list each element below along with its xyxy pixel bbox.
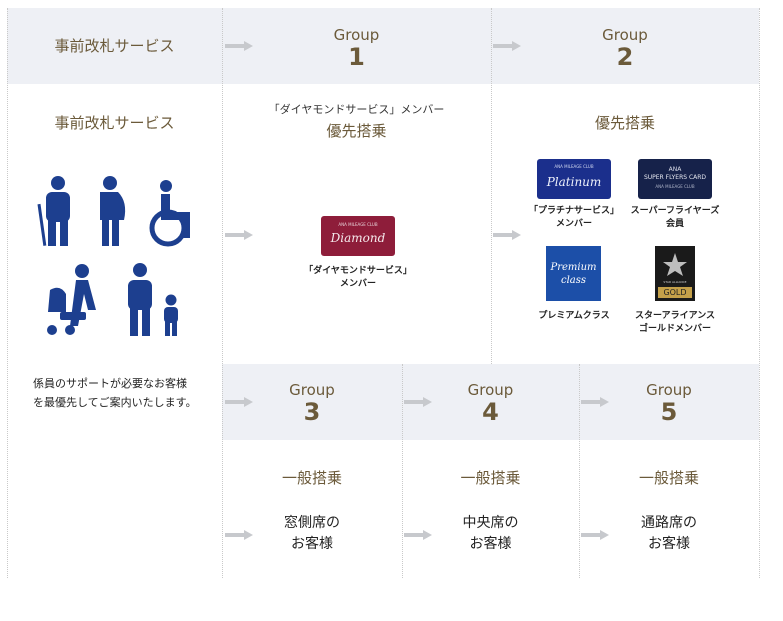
group-4-description: 中央席の お客様 bbox=[402, 513, 579, 555]
stroller-icon bbox=[47, 264, 96, 335]
group-5-description: 通路席の お客様 bbox=[579, 513, 759, 555]
arrow-right-icon bbox=[493, 41, 521, 51]
card-small-text: ANA bbox=[668, 166, 682, 173]
divider bbox=[7, 8, 8, 578]
wheelchair-icon bbox=[149, 180, 190, 247]
arrow-right-icon bbox=[404, 397, 432, 407]
caption-line: スーパーフライヤーズ bbox=[630, 206, 720, 216]
card-script-text: Diamond bbox=[330, 231, 386, 245]
group-number: 2 bbox=[616, 43, 634, 71]
caption-line: 「ダイヤモンドサービス」 bbox=[304, 266, 412, 276]
premium-class-caption: プレミアムクラス bbox=[514, 310, 634, 323]
group-word: Group bbox=[467, 381, 514, 399]
group-number: 4 bbox=[482, 398, 499, 426]
platinum-card-image: ANA MILEAGE CLUB Platinum bbox=[537, 159, 611, 199]
group-2-header: Group 2 bbox=[491, 26, 759, 70]
card-small-text: STAR ALLIANCE bbox=[663, 280, 687, 284]
premium-class-image: Premium class bbox=[546, 246, 601, 301]
description-line: お客様 bbox=[648, 536, 690, 552]
card-small-text: ANA MILEAGE CLUB bbox=[655, 184, 695, 189]
arrow-right-icon bbox=[493, 230, 521, 240]
card-script-text: Premium bbox=[550, 262, 597, 273]
group-3-header: Group 3 bbox=[222, 381, 402, 425]
group-word: Group bbox=[333, 26, 380, 44]
accessibility-icons bbox=[37, 176, 190, 336]
group-number: 5 bbox=[660, 398, 678, 426]
platinum-card-caption: 「プラチナサービス」 メンバー bbox=[514, 205, 634, 231]
group-word: Group bbox=[646, 381, 692, 399]
caption-line: 会員 bbox=[665, 219, 684, 229]
diamond-card-image: ANA MILEAGE CLUB Diamond bbox=[321, 216, 395, 256]
caption-line: スターアライアンス bbox=[634, 311, 716, 321]
divider bbox=[579, 364, 580, 578]
pre-boarding-title: 事前改札サービス bbox=[54, 114, 175, 132]
group-1-header: Group 1 bbox=[222, 26, 491, 70]
card-small-text: ANA MILEAGE CLUB bbox=[554, 164, 594, 169]
group-1-subtitle: 「ダイヤモンドサービス」メンバー bbox=[268, 103, 445, 116]
description-line: を最優先してご案内いたします。 bbox=[33, 396, 197, 409]
group-4-title: 一般搭乗 bbox=[460, 469, 521, 487]
description-line: お客様 bbox=[291, 536, 333, 552]
group-2-title: 優先搭乗 bbox=[594, 114, 655, 132]
star-alliance-gold-image: STAR ALLIANCE GOLD bbox=[655, 246, 695, 301]
lower-header-band bbox=[222, 364, 759, 440]
arrow-right-icon bbox=[581, 530, 609, 540]
group-4-header: Group 4 bbox=[402, 381, 579, 425]
card-script-text: class bbox=[560, 275, 587, 286]
group-word: Group bbox=[602, 26, 648, 44]
pregnant-person-icon bbox=[100, 176, 126, 246]
group-number: 1 bbox=[348, 43, 365, 71]
arrow-right-icon bbox=[225, 41, 253, 51]
caption-line: ゴールドメンバー bbox=[638, 324, 711, 334]
group-3-description: 窓側席の お客様 bbox=[222, 513, 402, 555]
arrow-right-icon bbox=[225, 530, 253, 540]
description-line: 通路席の bbox=[641, 515, 697, 531]
divider bbox=[402, 364, 403, 578]
star-alliance-gold-caption: スターアライアンス ゴールドメンバー bbox=[615, 310, 735, 336]
divider bbox=[491, 8, 492, 364]
caption-line: メンバー bbox=[555, 219, 592, 229]
arrow-right-icon bbox=[404, 530, 432, 540]
arrow-right-icon bbox=[581, 397, 609, 407]
arrow-right-icon bbox=[225, 230, 253, 240]
description-line: 窓側席の bbox=[284, 515, 340, 531]
divider bbox=[759, 8, 760, 578]
card-small-text: SUPER FLYERS CARD bbox=[643, 174, 707, 181]
group-word: Group bbox=[289, 381, 335, 399]
divider bbox=[222, 8, 223, 578]
caption-line: メンバー bbox=[339, 279, 376, 289]
description-line: お客様 bbox=[469, 536, 512, 552]
arrow-right-icon bbox=[225, 397, 253, 407]
header-band bbox=[7, 8, 759, 84]
group-5-header: Group 5 bbox=[579, 381, 759, 425]
caption-line: プレミアムクラス bbox=[538, 311, 610, 321]
group-1-title: 優先搭乗 bbox=[326, 122, 387, 140]
group-number: 3 bbox=[303, 398, 321, 426]
group-3-title: 一般搭乗 bbox=[281, 469, 342, 487]
caption-line: 「プラチナサービス」 bbox=[528, 206, 619, 216]
group-5-title: 一般搭乗 bbox=[638, 469, 699, 487]
description-line: 中央席の bbox=[462, 515, 519, 531]
elderly-person-icon bbox=[37, 176, 70, 246]
diamond-card-caption: 「ダイヤモンドサービス」 メンバー bbox=[302, 265, 414, 291]
pre-boarding-description: 係員のサポートが必要なお客様 を最優先してご案内いたします。 bbox=[33, 374, 219, 412]
super-flyers-card-image: ANA SUPER FLYERS CARD ANA MILEAGE CLUB bbox=[638, 159, 712, 199]
card-gold-text: GOLD bbox=[658, 287, 692, 298]
card-small-text: ANA MILEAGE CLUB bbox=[338, 222, 378, 227]
star-alliance-logo-icon bbox=[663, 253, 687, 276]
description-line: 係員のサポートが必要なお客様 bbox=[33, 377, 187, 390]
card-script-text: Platinum bbox=[546, 175, 602, 189]
header-service-label: 事前改札サービス bbox=[54, 37, 175, 55]
super-flyers-card-caption: スーパーフライヤーズ 会員 bbox=[615, 205, 735, 231]
adult-with-child-icon bbox=[128, 263, 178, 336]
